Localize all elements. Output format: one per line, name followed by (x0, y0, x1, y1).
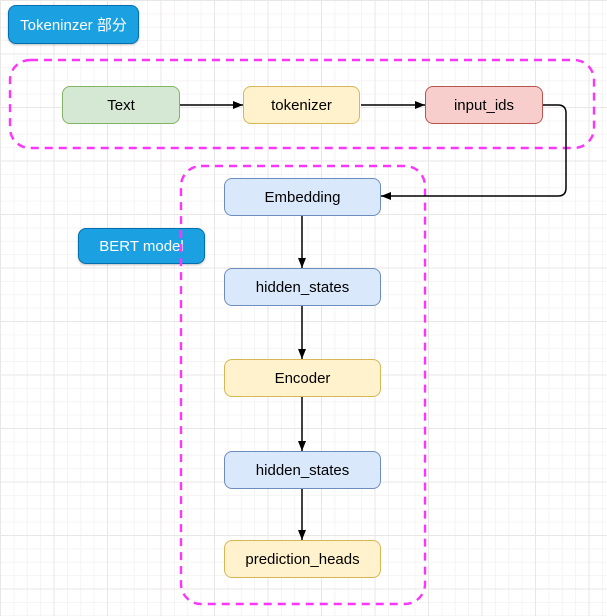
embedding-node[interactable]: Embedding (224, 178, 381, 216)
hidden-states-node-1[interactable]: hidden_states (224, 268, 381, 306)
input-ids-node[interactable]: input_ids (425, 86, 543, 124)
tokenizer-section-badge[interactable]: Tokeninzer 部分 (8, 5, 139, 44)
encoder-node[interactable]: Encoder (224, 359, 381, 397)
bert-model-badge[interactable]: BERT model (78, 228, 205, 264)
text-node[interactable]: Text (62, 86, 180, 124)
hidden-states-node-2[interactable]: hidden_states (224, 451, 381, 489)
prediction-heads-node[interactable]: prediction_heads (224, 540, 381, 578)
tokenizer-node[interactable]: tokenizer (243, 86, 360, 124)
